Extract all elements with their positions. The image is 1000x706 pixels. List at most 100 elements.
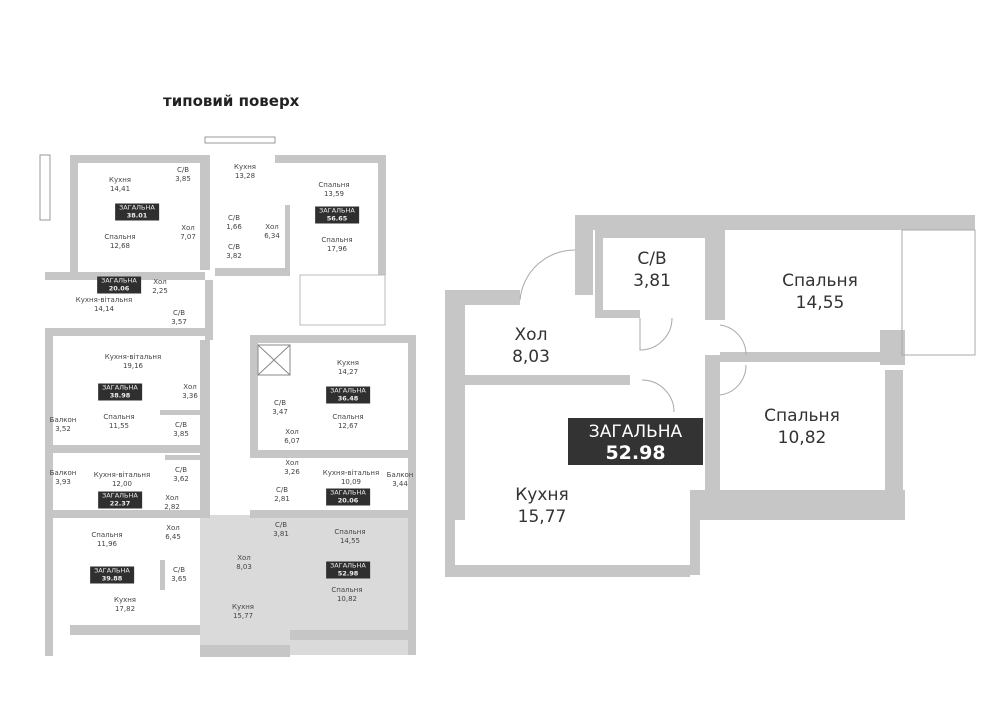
room-name: Кухня bbox=[233, 163, 257, 171]
room-name: Кухня bbox=[113, 596, 137, 604]
total-value: 52.98 bbox=[605, 442, 666, 464]
total-label: ЗАГАЛЬНА bbox=[319, 206, 355, 215]
room-area: 6,07 bbox=[284, 437, 300, 445]
room-area: 3,36 bbox=[182, 392, 198, 400]
room-name: Балкон bbox=[386, 471, 414, 479]
total-value: 20.06 bbox=[337, 496, 359, 504]
room-name: Кухня-вітальня bbox=[93, 471, 151, 479]
room-area: 15,77 bbox=[232, 612, 254, 620]
room-name: Спальня bbox=[104, 233, 136, 241]
room-area: 3,57 bbox=[171, 318, 187, 326]
total-value: 22.37 bbox=[109, 499, 131, 507]
room-area: 3,81 bbox=[633, 271, 671, 291]
room-name: Спальня bbox=[764, 406, 840, 426]
room-name: Кухня-вітальня bbox=[104, 353, 162, 361]
total-value: 20.06 bbox=[108, 284, 130, 292]
room-area: 14,27 bbox=[337, 368, 359, 376]
room-name: Спальня bbox=[782, 271, 858, 291]
room-area: 3,82 bbox=[226, 252, 242, 260]
room-area: 6,34 bbox=[264, 232, 280, 240]
total-label: ЗАГАЛЬНА bbox=[330, 386, 366, 395]
room-name: С/В bbox=[176, 166, 190, 174]
room-area: 10,82 bbox=[336, 595, 358, 603]
room-area: 7,07 bbox=[180, 233, 196, 241]
total-value: 39.88 bbox=[101, 574, 123, 582]
room-area: 10,82 bbox=[777, 428, 827, 448]
room-name: С/В bbox=[172, 309, 186, 317]
room-name: Кухня bbox=[108, 176, 132, 184]
room-name: Хол bbox=[514, 325, 548, 345]
room-name: Спальня bbox=[103, 413, 135, 421]
total-label: ЗАГАЛЬНА bbox=[330, 561, 366, 570]
room-name: Хол bbox=[265, 223, 279, 231]
room-area: 11,96 bbox=[96, 540, 118, 548]
total-value: 36.48 bbox=[337, 394, 359, 402]
room-area: 2,82 bbox=[164, 503, 180, 511]
room-name: Хол bbox=[183, 383, 197, 391]
room-area: 3,47 bbox=[272, 408, 288, 416]
room-area: 3,62 bbox=[173, 475, 189, 483]
room-area: 17,82 bbox=[114, 605, 136, 613]
room-area: 3,65 bbox=[171, 575, 187, 583]
room-area: 15,77 bbox=[517, 507, 567, 527]
room-name: Кухня bbox=[231, 603, 255, 611]
room-area: 12,00 bbox=[111, 480, 133, 488]
room-name: Спальня bbox=[321, 236, 353, 244]
room-area: 3,81 bbox=[273, 530, 289, 538]
room-name: С/В bbox=[172, 566, 186, 574]
room-name: Балкон bbox=[49, 416, 77, 424]
total-label: ЗАГАЛЬНА bbox=[101, 276, 137, 285]
total-value: 56.65 bbox=[326, 214, 348, 222]
room-area: 3,26 bbox=[284, 468, 300, 476]
room-area: 3,52 bbox=[55, 425, 71, 433]
room-area: 13,28 bbox=[234, 172, 256, 180]
room-name: Хол bbox=[181, 224, 195, 232]
total-value: 38.01 bbox=[126, 211, 148, 219]
room-name: С/В bbox=[174, 421, 188, 429]
room-area: 3,93 bbox=[55, 478, 71, 486]
room-area: 17,96 bbox=[326, 245, 348, 253]
room-area: 13,59 bbox=[323, 190, 345, 198]
room-name: Кухня bbox=[515, 485, 569, 505]
room-area: 3,44 bbox=[392, 480, 408, 488]
room-area: 2,81 bbox=[274, 495, 290, 503]
total-label: ЗАГАЛЬНА bbox=[119, 203, 155, 212]
total-value: 38.98 bbox=[109, 391, 131, 399]
